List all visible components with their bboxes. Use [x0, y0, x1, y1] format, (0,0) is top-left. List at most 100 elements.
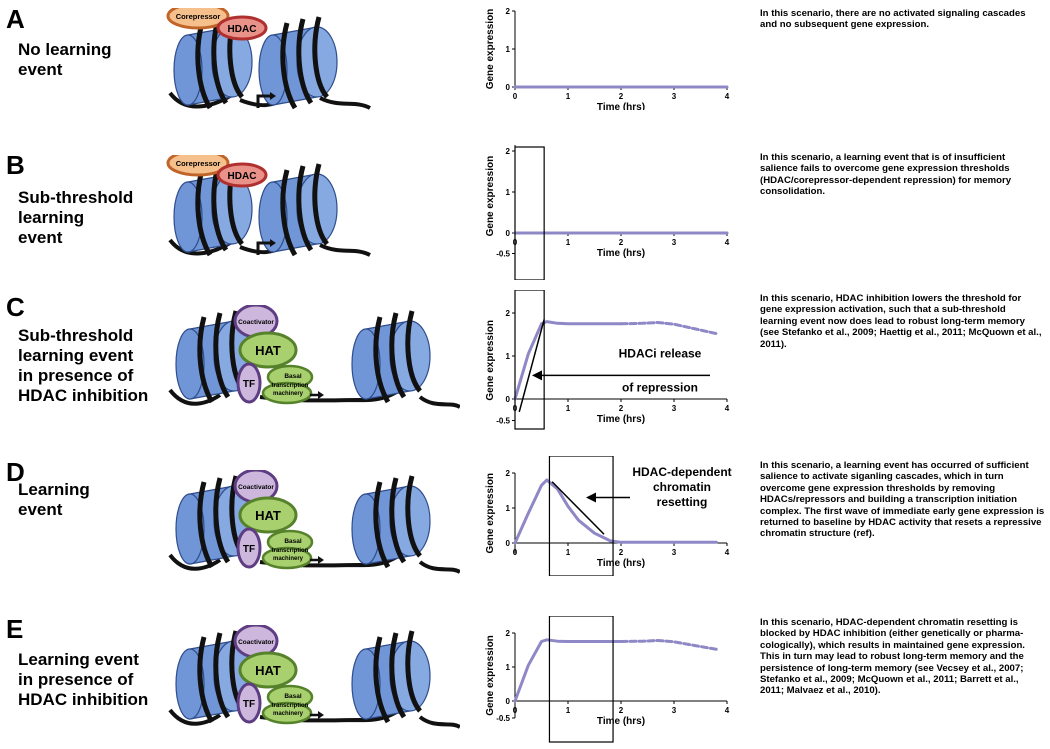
- corepressor-icon: Corepressor: [166, 8, 230, 30]
- x-tick-label: 1: [566, 238, 571, 247]
- panel-title-line: in presence of: [18, 366, 134, 385]
- x-axis-label: Time (hrs): [597, 716, 645, 727]
- promoter-arrow-icon: [310, 391, 324, 399]
- tf-label: TF: [243, 699, 255, 710]
- y-tick-label: 0: [506, 395, 511, 404]
- x-tick-label: 3: [672, 238, 677, 247]
- hat-icon: HAT: [238, 331, 298, 369]
- nucleosome-icon: [351, 310, 431, 404]
- x-tick-label: 3: [672, 404, 677, 413]
- svg-text:Basal: Basal: [284, 693, 302, 700]
- panel-title-line: event: [18, 500, 63, 519]
- panel-description: In this scenario, a learning event that …: [760, 152, 1012, 198]
- nucleosome-icon: [173, 16, 253, 110]
- corepressor-label: Corepressor: [176, 159, 221, 168]
- x-tick-label: 4: [725, 548, 730, 557]
- nucleosome-icon: [351, 475, 431, 569]
- basal-machinery-icon: Basal transcription machinery: [261, 684, 314, 725]
- y-tick-label: 1: [506, 504, 511, 513]
- y-axis-label: Gene expression: [485, 635, 496, 716]
- panel-letter: A: [6, 4, 25, 34]
- panel-title-line: Learning event: [18, 650, 139, 669]
- svg-text:Basal: Basal: [284, 538, 302, 545]
- coactivator-label: Coactivator: [238, 639, 274, 646]
- y-tick-label: 2: [506, 309, 511, 318]
- tf-label: TF: [243, 544, 255, 555]
- highlight-box: [548, 456, 614, 576]
- x-axis-label: Time (hrs): [597, 102, 645, 110]
- svg-text:machinery: machinery: [273, 556, 304, 562]
- promoter-arrow-icon: [256, 239, 276, 255]
- x-tick-label: 4: [725, 92, 730, 101]
- promoter-arrow-icon: [310, 711, 324, 719]
- panel-title-line: learning event: [18, 346, 134, 365]
- highlight-box: [514, 146, 545, 280]
- y-tick-label: 1: [506, 45, 511, 54]
- x-axis-label: Time (hrs): [597, 558, 645, 569]
- y-tick-label: 1: [506, 188, 511, 197]
- y-axis-label: Gene expression: [485, 473, 496, 554]
- hdac-icon: HDAC: [216, 162, 268, 188]
- hdac-label: HDAC: [228, 24, 257, 35]
- panel-description: In this scenario, HDAC-dependent chromat…: [760, 617, 1025, 697]
- slope-line: [551, 481, 605, 535]
- hat-label: HAT: [255, 508, 281, 523]
- nucleosome-icon: [351, 630, 431, 724]
- series-line: [513, 478, 718, 545]
- slope-line: [518, 319, 545, 413]
- annotation-label: HDACi release: [619, 346, 702, 360]
- panel-title-line: Learning: [18, 480, 90, 499]
- x-tick-label: 0: [513, 548, 518, 557]
- x-tick-label: 1: [566, 548, 571, 557]
- hat-icon: HAT: [238, 651, 298, 689]
- series-line-dashed: [619, 639, 718, 651]
- y-tick-label: -0.5: [496, 714, 510, 723]
- hdac-icon: HDAC: [216, 15, 268, 41]
- panel-title-line: No learning: [18, 40, 112, 59]
- x-tick-label: 2: [619, 238, 624, 247]
- hdac-label: HDAC: [228, 171, 257, 182]
- svg-text:transcription: transcription: [272, 703, 309, 709]
- annotation-label: chromatin: [653, 480, 711, 494]
- x-tick-label: 4: [725, 404, 730, 413]
- x-tick-label: 3: [672, 706, 677, 715]
- corepressor-label: Corepressor: [176, 12, 221, 21]
- series-line-dashed: [619, 321, 718, 336]
- promoter-arrow-icon: [310, 556, 324, 564]
- x-tick-label: 0: [513, 706, 518, 715]
- tf-icon: TF: [236, 682, 262, 724]
- x-tick-label: 1: [566, 706, 571, 715]
- y-tick-label: 2: [506, 469, 511, 478]
- panel-title-line: Sub-threshold: [18, 188, 134, 207]
- x-tick-label: 2: [619, 92, 624, 101]
- x-tick-label: 4: [725, 238, 730, 247]
- panel-title-line: Sub-threshold: [18, 326, 134, 345]
- x-tick-label: 4: [725, 706, 730, 715]
- panel-title-line: HDAC inhibition: [18, 690, 149, 709]
- y-tick-label: -0.5: [496, 250, 510, 259]
- x-axis-label: Time (hrs): [597, 248, 645, 259]
- panel-description: In this scenario, HDAC inhibition lowers…: [760, 293, 1042, 350]
- panel-title-line: HDAC inhibition: [18, 386, 149, 405]
- nucleosome-icon: [173, 163, 253, 257]
- y-tick-label: 2: [506, 629, 511, 638]
- hat-label: HAT: [255, 343, 281, 358]
- svg-text:machinery: machinery: [273, 711, 304, 717]
- panel-letter: E: [6, 614, 24, 644]
- y-axis-label: Gene expression: [485, 156, 496, 237]
- corepressor-icon: Corepressor: [166, 155, 230, 177]
- x-tick-label: 2: [619, 548, 624, 557]
- panel-description: In this scenario, there are no activated…: [760, 8, 1026, 31]
- y-tick-label: 2: [506, 7, 511, 16]
- series-line: [513, 320, 623, 401]
- x-tick-label: 1: [566, 404, 571, 413]
